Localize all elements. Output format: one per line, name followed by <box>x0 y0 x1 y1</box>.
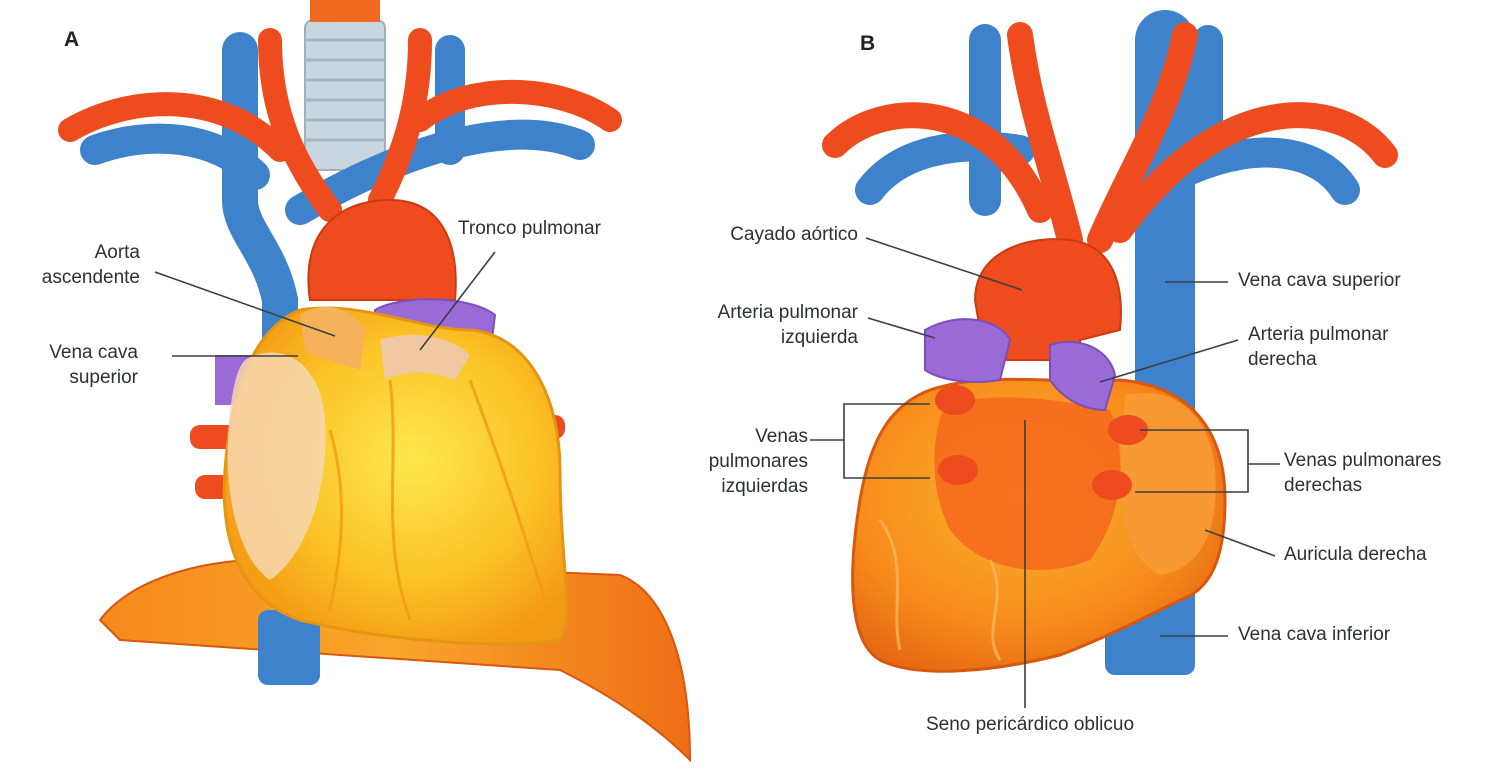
label-seno-line-1: Seno pericárdico oblicuo <box>925 714 1135 735</box>
trachea-shape <box>304 19 386 171</box>
label-cayado-aortico: Cayado aórtico <box>660 222 858 247</box>
leader-tronco-pulmonar <box>419 251 496 351</box>
subclavian-artery-left <box>58 92 292 162</box>
label-cayado-line-1: Cayado aórtico <box>730 224 858 245</box>
label-api-line-2: izquierda <box>780 327 858 348</box>
leader-auricula-derecha <box>1204 529 1276 557</box>
carotid-artery-b-left <box>1007 22 1083 253</box>
label-vcs-a-line-1: Vena cava <box>49 342 138 363</box>
leader-cayado-aortico <box>865 237 1023 291</box>
aortic-arch-b <box>973 238 1122 361</box>
leader-lines <box>154 237 1280 708</box>
ascending-aorta-a <box>300 306 365 370</box>
left-pulm-vein-b-2 <box>938 455 978 485</box>
label-arteria-pulmonar-izquierda: Arteria pulmonar izquierda <box>640 300 858 350</box>
label-venas-pulmonares-izquierdas: Venas pulmonares izquierdas <box>680 424 808 499</box>
label-tronco-pulmonar: Tronco pulmonar <box>458 216 601 241</box>
right-pulmonary-artery-b <box>1049 340 1117 412</box>
label-apd-line-1: Arteria pulmonar <box>1248 324 1389 345</box>
carotid-artery-left <box>258 28 342 222</box>
panel-a-letter: A <box>64 28 80 51</box>
label-auricula-line-1: Auricula derecha <box>1284 544 1427 565</box>
leader-arteria-pulmonar-izquierda <box>867 317 936 339</box>
leader-arteria-pulmonar-derecha <box>1099 339 1239 383</box>
label-vci-line-1: Vena cava inferior <box>1238 624 1391 645</box>
right-pulm-vein-b-2 <box>1092 470 1132 500</box>
label-seno-pericardico-oblicuo: Seno pericárdico oblicuo <box>880 712 1180 737</box>
bracket-venas-pulmonares-derechas <box>1135 429 1249 493</box>
label-aorta-line-1: Aorta <box>94 242 140 263</box>
label-api-line-1: Arteria pulmonar <box>717 302 858 323</box>
label-tronco-line-1: Tronco pulmonar <box>458 218 601 239</box>
panel-a-illustration <box>58 0 692 763</box>
label-aorta-ascendente: Aorta ascendente <box>20 240 140 290</box>
label-auricula-derecha: Auricula derecha <box>1284 542 1427 567</box>
svc-a-shape <box>222 32 298 438</box>
left-pulm-vein-b-1 <box>935 385 975 415</box>
label-vpi-line-2: pulmonares <box>708 451 808 472</box>
label-aorta-line-2: ascendente <box>41 267 140 288</box>
label-arteria-pulmonar-derecha: Arteria pulmonar derecha <box>1248 322 1388 372</box>
pulmonary-cone-a <box>380 335 470 380</box>
label-vpd-line-2: derechas <box>1284 475 1363 496</box>
left-pulmonary-artery-b <box>924 318 1012 383</box>
bracket-venas-pulmonares-izquierdas <box>843 403 930 479</box>
label-vcs-a-line-2: superior <box>69 367 138 388</box>
carotid-artery-right <box>368 28 432 212</box>
left-atrium-b <box>934 397 1121 570</box>
leader-aorta-ascendente <box>154 271 336 337</box>
right-pulm-vein-b-1 <box>1108 415 1148 445</box>
aortic-arch-a <box>307 198 457 301</box>
subclavian-artery-b-right <box>1107 102 1398 243</box>
label-vcs-b-line-1: Vena cava superior <box>1238 270 1401 291</box>
label-vena-cava-inferior: Vena cava inferior <box>1238 622 1390 647</box>
panel-b-letter: B <box>860 32 876 55</box>
carotid-artery-b-right <box>1087 22 1198 253</box>
label-vpd-line-1: Venas pulmonares <box>1284 450 1442 471</box>
label-vpi-line-1: Venas <box>755 426 808 447</box>
label-vpi-line-3: izquierdas <box>721 476 808 497</box>
label-vena-cava-superior-a: Vena cava superior <box>20 340 138 390</box>
subclavian-artery-right <box>408 79 622 132</box>
esophagus-shape <box>310 0 380 22</box>
label-vena-cava-superior-b: Vena cava superior <box>1238 268 1401 293</box>
right-atrium-a <box>227 352 326 580</box>
label-apd-line-2: derecha <box>1248 349 1317 370</box>
label-venas-pulmonares-derechas: Venas pulmonares derechas <box>1284 448 1441 498</box>
panel-b-illustration <box>822 10 1398 675</box>
ivc-a-shape <box>258 610 320 685</box>
subclavian-artery-b-left <box>822 102 1053 223</box>
